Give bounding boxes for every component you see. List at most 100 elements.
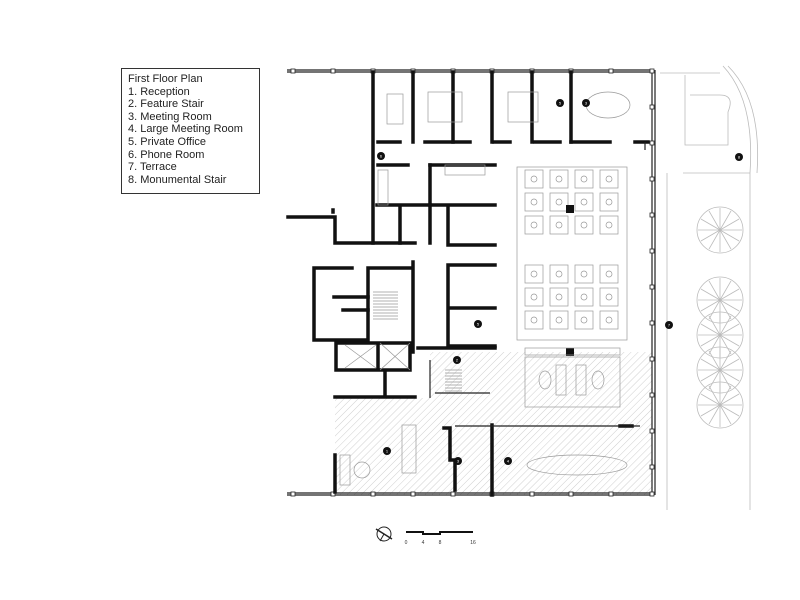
column — [649, 428, 655, 434]
column — [330, 491, 336, 497]
terrace — [660, 65, 758, 510]
feature-stair-treads — [445, 369, 462, 392]
chair — [605, 316, 613, 324]
chair — [530, 316, 538, 324]
scale-tick-0: 0 — [405, 540, 408, 546]
workstation — [574, 310, 594, 330]
chair — [555, 175, 563, 183]
scale-tick-16: 16 — [470, 540, 476, 546]
chair — [580, 293, 588, 301]
workstation — [549, 215, 569, 235]
workstation — [524, 287, 544, 307]
chair — [580, 175, 588, 183]
room-marker-label: 3 — [585, 101, 588, 106]
north-arrow-icon — [375, 526, 393, 542]
column — [370, 491, 376, 497]
column — [649, 104, 655, 110]
chair — [530, 221, 538, 229]
room-marker-feature-stair: 2 — [453, 356, 461, 364]
chair — [605, 293, 613, 301]
chair — [530, 270, 538, 278]
column — [290, 491, 296, 497]
chair — [530, 293, 538, 301]
workstation — [549, 310, 569, 330]
column — [649, 140, 655, 146]
chair — [530, 198, 538, 206]
room-marker-phone-room: 6 — [377, 152, 385, 160]
chair — [605, 221, 613, 229]
workstation — [574, 215, 594, 235]
chair — [555, 198, 563, 206]
chair — [580, 221, 588, 229]
column — [566, 348, 574, 356]
room-marker-label: 3 — [457, 459, 460, 464]
workstation — [524, 192, 544, 212]
room-marker-label: 1 — [386, 449, 389, 454]
chair — [605, 198, 613, 206]
workstation — [599, 287, 619, 307]
legend-item-meeting-room: 3. Meeting Room — [128, 110, 212, 123]
chair — [555, 270, 563, 278]
room-marker-private-office-a: 5 — [556, 99, 564, 107]
core-stair-treads — [373, 291, 398, 320]
exterior-curtain-wall — [287, 68, 656, 497]
legend-title: First Floor Plan — [128, 73, 203, 85]
tree-icon — [696, 381, 744, 429]
room-marker-label: 4 — [507, 459, 510, 464]
column — [649, 284, 655, 290]
column — [450, 491, 456, 497]
chair — [580, 316, 588, 324]
column — [649, 464, 655, 470]
column — [568, 491, 574, 497]
scale-bar: 0 4 8 16 — [405, 531, 476, 546]
chair — [555, 316, 563, 324]
room-marker-meeting-room-a: 3 — [582, 99, 590, 107]
room-marker-private-office-b: 5 — [474, 320, 482, 328]
chair — [580, 270, 588, 278]
column — [649, 248, 655, 254]
workstation — [549, 287, 569, 307]
furniture — [339, 91, 631, 486]
column — [290, 68, 296, 74]
chair — [555, 293, 563, 301]
workstation — [574, 264, 594, 284]
workstation — [549, 264, 569, 284]
legend-item-large-meeting-room: 4. Large Meeting Room — [128, 123, 243, 136]
room-marker-label: 8 — [738, 155, 741, 160]
column — [649, 68, 655, 74]
workstation — [574, 287, 594, 307]
workstation — [599, 264, 619, 284]
workstation — [524, 264, 544, 284]
chair — [605, 175, 613, 183]
room-marker-label: 5 — [559, 101, 562, 106]
workstation — [524, 310, 544, 330]
column — [649, 356, 655, 362]
scale-tick-8: 8 — [439, 540, 442, 546]
legend-item-monumental-stair: 8. Monumental Stair — [128, 173, 227, 186]
room-marker-meeting-room-b: 3 — [454, 457, 462, 465]
legend-item-phone-room: 6. Phone Room — [128, 148, 205, 161]
room-marker-label: 5 — [477, 322, 480, 327]
room-marker-label: 6 — [380, 154, 383, 159]
room-marker-label: 7 — [668, 323, 671, 328]
chair — [605, 270, 613, 278]
column — [330, 68, 336, 74]
column — [649, 491, 655, 497]
column — [649, 212, 655, 218]
column — [608, 68, 614, 74]
column — [649, 176, 655, 182]
column — [608, 491, 614, 497]
column — [649, 320, 655, 326]
workstation — [574, 169, 594, 189]
room-marker-terrace: 7 — [665, 321, 673, 329]
room-marker-large-meeting-room: 4 — [504, 457, 512, 465]
room-marker-monumental-stair: 8 — [735, 153, 743, 161]
workstation — [574, 192, 594, 212]
partitions — [429, 142, 646, 427]
tree-icon — [696, 206, 744, 254]
room-marker-label: 2 — [456, 358, 459, 363]
legend: First Floor Plan 1. Reception 2. Feature… — [121, 68, 260, 194]
column — [566, 205, 574, 213]
room-markers: 1 2 3 3 4 5 5 6 7 8 — [377, 99, 743, 465]
